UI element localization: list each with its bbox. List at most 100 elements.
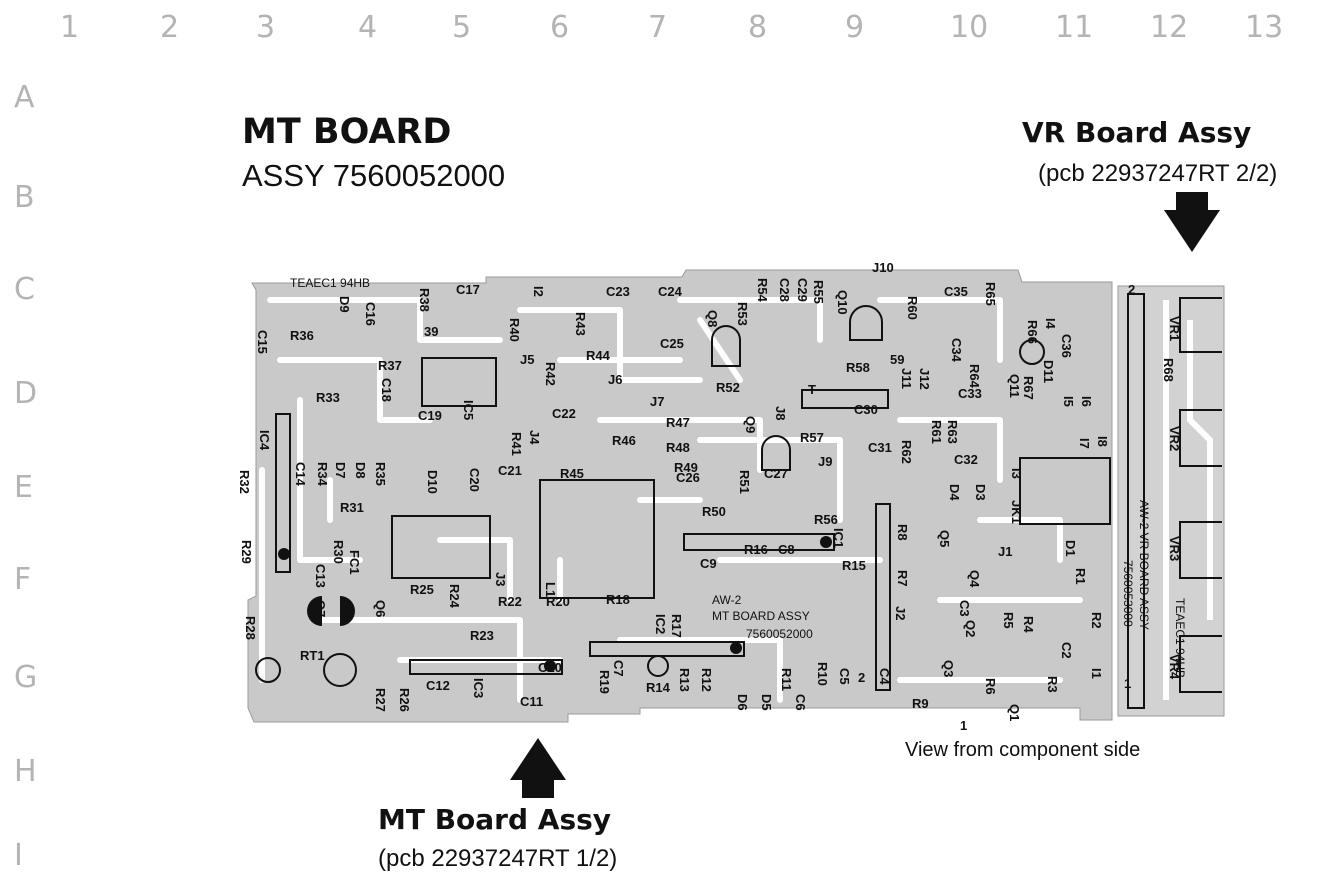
component-label-q8: Q8 — [705, 310, 720, 327]
component-label-r54: R54 — [755, 278, 770, 303]
component-label-c7: C7 — [611, 660, 626, 677]
component-label-vr2: VR2 — [1167, 426, 1182, 451]
component-label-pin2b: 2 — [1128, 282, 1135, 297]
up-arrow-icon — [510, 738, 566, 798]
component-label-r43: R43 — [573, 312, 588, 336]
component-label-c33: C33 — [958, 386, 982, 401]
component-label-r32: R32 — [237, 470, 252, 494]
component-label-c4: C4 — [877, 668, 892, 685]
component-label-r15: R15 — [842, 558, 866, 573]
component-label-c14: C14 — [293, 462, 308, 487]
component-label-c19: C19 — [418, 408, 442, 423]
silkscreen-number-mt: 7560052000 — [746, 627, 813, 641]
component-label-r68: R68 — [1161, 358, 1176, 382]
component-label-r17: R17 — [669, 614, 684, 638]
component-label-j3: J3 — [493, 572, 508, 586]
component-label-j2: J2 — [893, 606, 908, 620]
component-label-r52: R52 — [716, 380, 740, 395]
component-label-i5: I5 — [1061, 396, 1076, 407]
column-label-3: 3 — [256, 10, 276, 45]
component-label-r51: R51 — [737, 470, 752, 494]
component-label-r50: R50 — [702, 504, 726, 519]
component-label-r3: R3 — [1045, 676, 1060, 693]
component-label-d7: D7 — [333, 462, 348, 479]
column-label-7: 7 — [648, 10, 668, 45]
component-label-c6: C6 — [793, 694, 808, 711]
component-label-d4: D4 — [947, 484, 962, 501]
component-label-ic3: IC3 — [471, 678, 486, 698]
mt-board-assy-number: ASSY 7560052000 — [242, 158, 506, 193]
component-label-vr3: VR3 — [1167, 536, 1182, 561]
component-label-j12: J12 — [917, 368, 932, 390]
row-label-H: H — [14, 754, 37, 789]
row-label-G: G — [14, 660, 38, 695]
component-label-pin1b: 1 — [960, 718, 967, 733]
row-label-A: A — [14, 80, 35, 115]
component-label-j10: J10 — [872, 260, 894, 275]
component-label-r44: R44 — [586, 348, 611, 363]
silkscreen-brand-mt: TEAEC1 94HB — [290, 276, 370, 290]
component-label-c30: C30 — [854, 402, 878, 417]
column-label-11: 11 — [1055, 10, 1094, 45]
component-label-rt1: RT1 — [300, 648, 325, 663]
component-label-r47: R47 — [666, 415, 690, 430]
component-label-i1: I1 — [1089, 668, 1104, 679]
component-label-r16: R16 — [744, 542, 768, 557]
component-label-r42: R42 — [543, 362, 558, 386]
component-label-r10: R10 — [815, 662, 830, 686]
component-label-r30: R30 — [331, 540, 346, 564]
component-label-r27: R27 — [373, 688, 388, 712]
component-label-c12: C12 — [426, 678, 450, 693]
component-label-r18: R18 — [606, 592, 630, 607]
component-label-c26: C26 — [676, 470, 700, 485]
component-label-i8: I8 — [1095, 436, 1110, 447]
column-label-8: 8 — [748, 10, 768, 45]
component-label-j6: J6 — [608, 372, 622, 387]
row-label-D: D — [14, 376, 38, 411]
component-label-q2: Q2 — [963, 620, 978, 637]
component-label-r60: R60 — [905, 296, 920, 320]
mt-board-title: MT BOARD — [242, 112, 452, 152]
component-label-r13: R13 — [677, 668, 692, 692]
component-label-r39: 39 — [424, 324, 438, 339]
component-label-r7: R7 — [895, 570, 910, 587]
column-label-2: 2 — [160, 10, 180, 45]
component-label-r12: R12 — [699, 668, 714, 692]
component-label-r6: R6 — [983, 678, 998, 695]
vr-board-pcb: (pcb 22937247RT 2/2) — [1038, 160, 1278, 187]
silkscreen-aw-mt: AW-2 — [712, 593, 742, 607]
component-label-r38: R38 — [417, 288, 432, 312]
component-label-r23: R23 — [470, 628, 494, 643]
component-label-r25: R25 — [410, 582, 434, 597]
column-label-6: 6 — [550, 10, 570, 45]
component-label-j5: J5 — [520, 352, 534, 367]
component-label-c11: C11 — [520, 694, 543, 709]
component-label-r33: R33 — [316, 390, 340, 405]
component-label-i3: I3 — [1009, 468, 1024, 479]
component-label-r35: R35 — [373, 462, 388, 486]
component-label-j1: J1 — [998, 544, 1012, 559]
column-label-10: 10 — [950, 10, 989, 45]
component-label-d10: D10 — [425, 470, 440, 494]
component-label-r31: R31 — [340, 500, 364, 515]
component-label-q3: Q3 — [941, 660, 956, 677]
component-label-c35: C35 — [944, 284, 968, 299]
component-label-pin1: 1 — [1124, 676, 1131, 691]
component-label-r40: R40 — [507, 318, 522, 342]
component-label-jk1: JK1 — [1009, 500, 1024, 524]
component-label-q9: Q9 — [743, 416, 758, 433]
component-label-j11: J11 — [899, 368, 914, 389]
row-label-C: C — [14, 272, 35, 307]
component-label-j8: J8 — [773, 406, 788, 420]
row-label-E: E — [14, 470, 33, 505]
vr-board-title: VR Board Assy — [1022, 116, 1252, 149]
component-label-c2: C2 — [1059, 642, 1074, 659]
component-label-r46: R46 — [612, 433, 636, 448]
column-label-5: 5 — [452, 10, 472, 45]
component-label-fc1: FC1 — [347, 550, 362, 575]
component-label-c5: C5 — [837, 668, 852, 685]
component-label-r48: R48 — [666, 440, 690, 455]
silkscreen-number-vr: 7560053000 — [1121, 560, 1135, 627]
component-label-c24: C24 — [658, 284, 683, 299]
